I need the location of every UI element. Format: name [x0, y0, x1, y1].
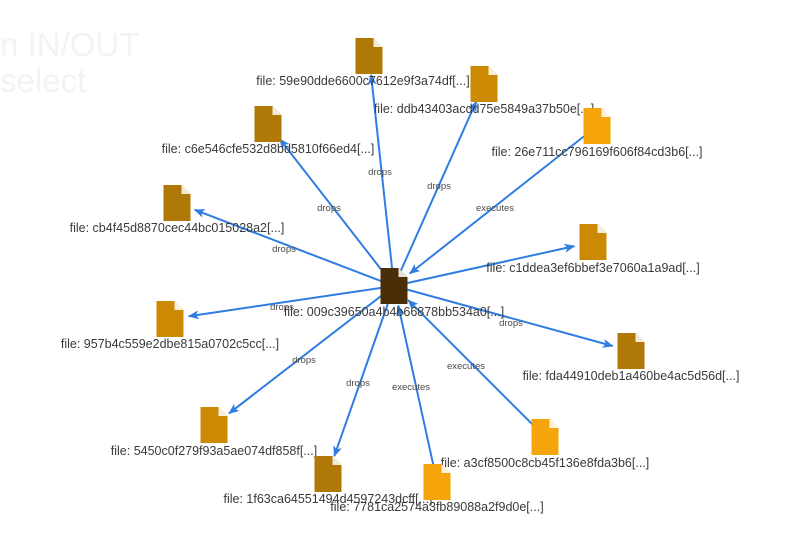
file-node[interactable]: file: cb4f45d8870cec44bc015028a2[...]: [70, 185, 285, 235]
node-label: file: ddb43403acdd75e5849a37b50e[...]: [374, 102, 594, 116]
file-icon-fold: [601, 108, 611, 117]
node-label: file: 009c39650a4b4b66878bb534a0[...]: [284, 305, 504, 319]
file-icon-fold: [441, 464, 451, 473]
graph-edge[interactable]: drops: [397, 100, 478, 277]
edge-line: [396, 304, 436, 473]
edge-line: [407, 299, 539, 431]
file-node[interactable]: file: a3cf8500c8cb45f136e8fda3b6[...]: [441, 419, 650, 470]
edge-label: drops: [272, 244, 296, 255]
edge-line: [187, 286, 384, 320]
graph-edge[interactable]: drops: [367, 74, 394, 276]
edge-label: executes: [476, 203, 514, 214]
node-label: file: 59e90dde6600c7612e9f3a74df[...]: [256, 74, 469, 88]
edge-line: [404, 243, 576, 285]
file-node[interactable]: file: 1f63ca64551494d4597243dcff[...]: [224, 456, 433, 506]
edge-label: executes: [392, 382, 430, 393]
graph-edge[interactable]: drops: [404, 287, 614, 348]
edge-label: drops: [270, 302, 294, 313]
node-label: file: 1f63ca64551494d4597243dcff[...]: [224, 492, 433, 506]
graph-edge[interactable]: executes: [408, 131, 590, 275]
edge-label: drops: [317, 203, 341, 214]
file-node[interactable]: file: 26e711cc796169f606f84cd3b6[...]: [491, 108, 703, 159]
file-icon-fold: [373, 38, 383, 47]
graph-edge[interactable]: [404, 243, 576, 285]
file-node[interactable]: file: 5450c0f279f93a5ae074df858f[...]: [111, 407, 317, 458]
node-label: file: c6e546cfe532d8bd5810f66ed4[...]: [162, 142, 375, 156]
file-node[interactable]: file: 957b4c559e2dbe815a0702c5cc[...]: [61, 301, 279, 351]
edge-label: executes: [447, 361, 485, 372]
edge-line: [228, 291, 386, 415]
center-file-node[interactable]: file: 009c39650a4b4b66878bb534a0[...]: [284, 268, 504, 319]
file-icon-fold: [549, 419, 559, 428]
graph-edge[interactable]: drops: [228, 291, 386, 415]
file-icon-fold: [272, 106, 282, 115]
edge-line: [404, 287, 614, 348]
graph-edge[interactable]: executes: [407, 299, 539, 431]
node-label: file: 5450c0f279f93a5ae074df858f[...]: [111, 444, 317, 458]
edge-label: drops: [427, 181, 451, 192]
node-label: file: c1ddea3ef6bbef3e7060a1a9ad[...]: [486, 261, 699, 275]
edge-line: [397, 100, 478, 277]
node-label: file: cb4f45d8870cec44bc015028a2[...]: [70, 221, 285, 235]
edge-line: [408, 131, 590, 275]
file-icon-fold: [218, 407, 228, 416]
edge-label: drops: [292, 355, 316, 366]
edge-line: [193, 208, 385, 284]
file-node[interactable]: file: 7781ca2574a3fb89088a2f9d0e[...]: [330, 464, 544, 514]
hint-text-line-2: select: [0, 62, 87, 99]
file-icon-fold: [174, 301, 184, 310]
graph-edge[interactable]: drops: [193, 208, 385, 284]
file-node[interactable]: file: c1ddea3ef6bbef3e7060a1a9ad[...]: [486, 224, 700, 275]
hint-text-line-1: n IN/OUT: [0, 26, 140, 63]
edge-line: [367, 74, 394, 276]
node-label: file: 7781ca2574a3fb89088a2f9d0e[...]: [330, 500, 543, 514]
edge-line: [278, 138, 388, 278]
file-node[interactable]: file: fda44910deb1a460be4ac5d56d[...]: [523, 333, 740, 383]
file-icon-fold: [181, 185, 191, 194]
edge-layer: drops drops executes drops drops drops drops dr…: [187, 74, 614, 473]
graph-edge[interactable]: drops: [187, 286, 384, 320]
node-label: file: fda44910deb1a460be4ac5d56d[...]: [523, 369, 740, 383]
file-icon-fold: [635, 333, 645, 342]
file-icon-fold: [488, 66, 498, 75]
file-icon-fold: [332, 456, 342, 465]
node-layer: file: 59e90dde6600c7612e9f3a74df[...] fil…: [61, 38, 740, 514]
edge-line: [333, 296, 392, 457]
node-label: file: 957b4c559e2dbe815a0702c5cc[...]: [61, 337, 279, 351]
node-label: file: a3cf8500c8cb45f136e8fda3b6[...]: [441, 456, 650, 470]
graph-edge[interactable]: executes: [392, 304, 436, 473]
file-node[interactable]: file: 59e90dde6600c7612e9f3a74df[...]: [256, 38, 470, 88]
edge-label: drops: [499, 318, 523, 329]
edge-label: drops: [368, 167, 392, 178]
edge-label: drops: [346, 378, 370, 389]
file-icon-fold: [597, 224, 607, 233]
file-node[interactable]: file: c6e546cfe532d8bd5810f66ed4[...]: [162, 106, 375, 156]
graph-edge[interactable]: drops: [278, 138, 388, 278]
node-label: file: 26e711cc796169f606f84cd3b6[...]: [491, 145, 702, 159]
graph-edge[interactable]: drops: [333, 296, 392, 457]
file-icon-fold: [398, 268, 408, 277]
file-node[interactable]: file: ddb43403acdd75e5849a37b50e[...]: [374, 66, 594, 116]
